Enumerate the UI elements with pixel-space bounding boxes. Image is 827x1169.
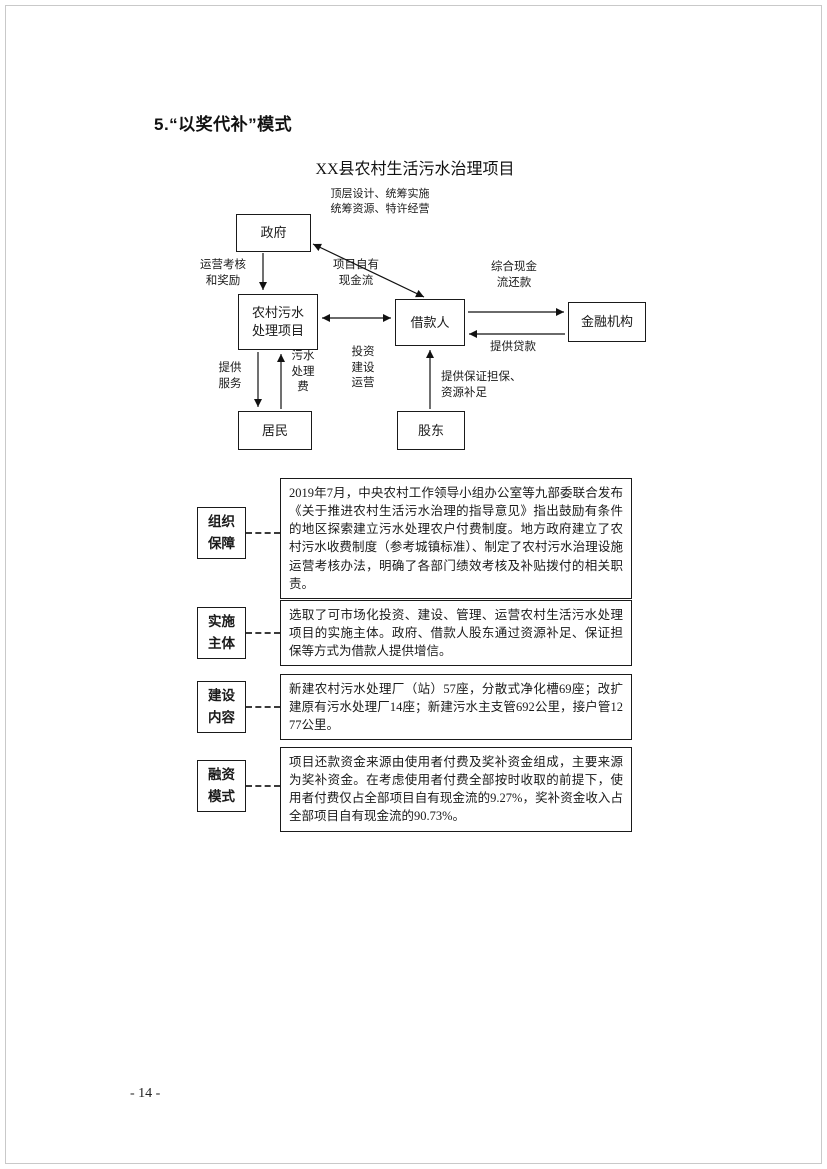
edge-label-guarantee: 提供保证担保、 资源补足 bbox=[441, 371, 522, 399]
section-connector-3 bbox=[246, 706, 280, 708]
node-government: 政府 bbox=[236, 214, 311, 252]
section-text-implementer: 选取了可市场化投资、建设、管理、运营农村生活污水处理项目的实施主体。政府、借款人… bbox=[280, 600, 632, 667]
section-label-construction: 建设 内容 bbox=[197, 681, 246, 733]
section-heading: 5.“以奖代补”模式 bbox=[154, 115, 293, 134]
section-text-financing: 项目还款资金来源由使用者付费及奖补资金组成，主要来源为奖补资金。在考虑使用者付费… bbox=[280, 747, 632, 832]
page-number: - 14 - bbox=[130, 1086, 161, 1101]
edge-label-gov-borrower: 顶层设计、统筹实施 统筹资源、特许经营 bbox=[330, 188, 430, 215]
node-financial-institution: 金融机构 bbox=[568, 302, 646, 342]
edge-label-sewage-fee: 污水 处理 费 bbox=[291, 350, 315, 394]
diagram-title: XX县农村生活污水治理项目 bbox=[315, 161, 515, 178]
edge-label-provide-service: 提供 服务 bbox=[218, 362, 242, 390]
node-sewage-project: 农村污水 处理项目 bbox=[238, 294, 318, 350]
edge-label-gov-project: 运营考核 和奖励 bbox=[200, 259, 246, 287]
node-borrower: 借款人 bbox=[395, 299, 465, 346]
edge-label-invest-build-operate: 投资 建设 运营 bbox=[351, 346, 375, 390]
section-connector-1 bbox=[246, 532, 280, 534]
node-residents: 居民 bbox=[238, 411, 312, 450]
node-shareholder: 股东 bbox=[397, 411, 465, 450]
section-text-construction: 新建农村污水处理厂（站）57座，分散式净化槽69座；改扩建原有污水处理厂14座；… bbox=[280, 674, 632, 741]
section-text-organization: 2019年7月，中央农村工作领导小组办公室等九部委联合发布《关于推进农村生活污水… bbox=[280, 478, 632, 599]
section-label-organization: 组织 保障 bbox=[197, 507, 246, 559]
section-label-implementer: 实施 主体 bbox=[197, 607, 246, 659]
section-connector-2 bbox=[246, 632, 280, 634]
edge-label-provide-loan: 提供贷款 bbox=[490, 341, 536, 353]
edge-label-repayment: 综合现金 流还款 bbox=[491, 261, 537, 289]
section-connector-4 bbox=[246, 785, 280, 787]
section-label-financing: 融资 模式 bbox=[197, 760, 246, 812]
edge-label-project-cashflow: 项目自有 现金流 bbox=[333, 259, 379, 287]
